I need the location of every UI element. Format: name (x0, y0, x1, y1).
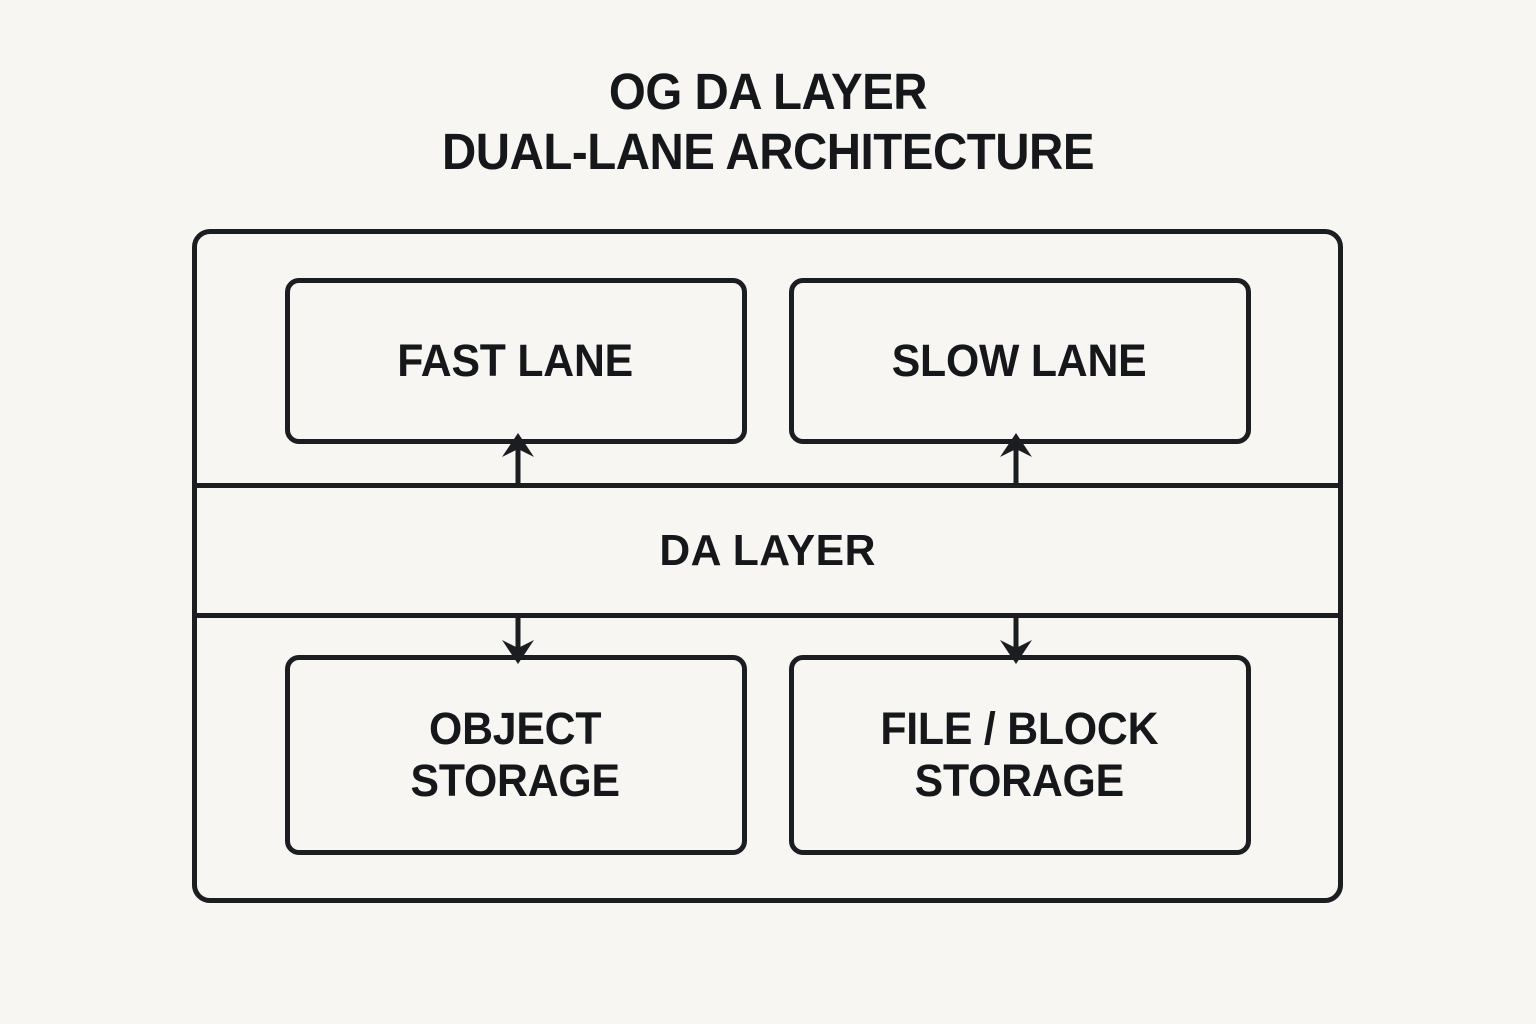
architecture-container: FAST LANE SLOW LANE DA LAYER OBJECT STOR… (192, 229, 1343, 903)
node-slow-lane-label: SLOW LANE (892, 334, 1147, 386)
node-fast-lane[interactable]: FAST LANE (284, 278, 747, 444)
node-da-layer-label: DA LAYER (659, 525, 876, 575)
node-da-layer[interactable]: DA LAYER (192, 483, 1343, 618)
node-file-block-storage[interactable]: FILE / BLOCK STORAGE (788, 655, 1251, 855)
node-slow-lane[interactable]: SLOW LANE (788, 278, 1251, 444)
lane-row: FAST LANE SLOW LANE (197, 278, 1338, 444)
page-title: OG DA LAYER DUAL-LANE ARCHITECTURE (0, 62, 1536, 182)
title-line-1: OG DA LAYER (608, 63, 928, 120)
node-fast-lane-label: FAST LANE (397, 334, 634, 386)
node-object-storage-label: OBJECT STORAGE (410, 702, 621, 806)
node-object-storage[interactable]: OBJECT STORAGE (284, 655, 747, 855)
node-file-block-storage-label: FILE / BLOCK STORAGE (880, 702, 1159, 806)
storage-row: OBJECT STORAGE FILE / BLOCK STORAGE (197, 655, 1338, 855)
title-line-2: DUAL-LANE ARCHITECTURE (442, 123, 1094, 181)
